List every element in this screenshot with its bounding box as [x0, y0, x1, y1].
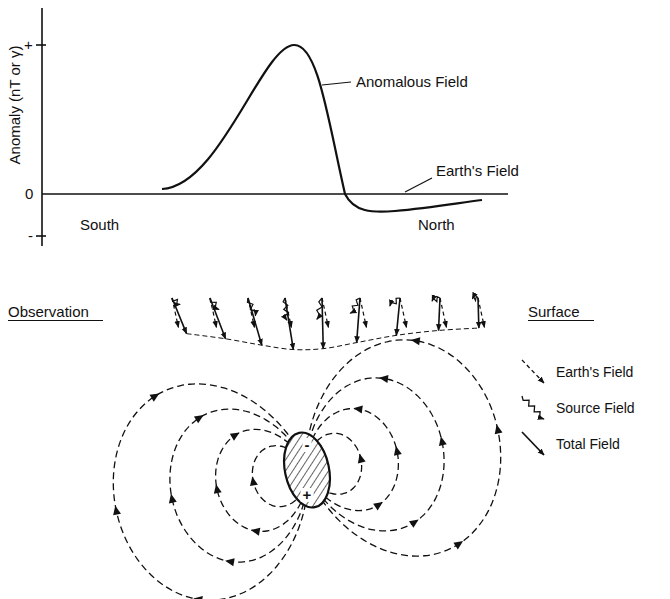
pole-sign: -	[303, 438, 312, 452]
total-field-vector	[248, 298, 262, 345]
field-arrowhead	[356, 453, 366, 464]
source-field-vector	[432, 297, 440, 302]
source-field-vector	[472, 296, 478, 301]
field-arrowhead	[378, 374, 388, 383]
field-arrowhead	[437, 436, 447, 447]
tick-label: +	[24, 36, 33, 53]
earth-field-vector	[478, 298, 484, 327]
field-arrowhead	[194, 412, 206, 424]
field-arrowhead	[409, 516, 421, 528]
field-arrowhead	[493, 424, 503, 435]
field-arrowhead	[373, 499, 385, 511]
legend-text: Source Field	[556, 400, 635, 417]
annotation: North	[418, 216, 455, 233]
dipole-field-lines	[111, 336, 502, 599]
field-arrowhead	[453, 538, 465, 550]
source-field-vector	[317, 298, 322, 319]
total-field-vector	[210, 298, 226, 339]
field-arrowhead	[392, 445, 402, 456]
legend-sample	[518, 392, 552, 424]
pole-sign: +	[301, 488, 314, 502]
total-field-vector	[477, 298, 479, 328]
earth-field-vector	[440, 298, 446, 327]
surface-label: Surface	[528, 303, 594, 321]
source-field-vector	[390, 298, 400, 306]
leader-line	[405, 178, 432, 192]
total-field-vector	[396, 298, 400, 335]
surface-label: Observation	[8, 303, 103, 321]
field-line	[306, 340, 500, 556]
field-arrowhead	[353, 404, 363, 413]
total-field-vector	[439, 298, 440, 330]
field-arrowhead	[224, 557, 234, 566]
total-field-vector	[357, 298, 360, 343]
field-vectors	[172, 296, 484, 350]
field-arrowhead	[248, 476, 258, 486]
annotation: Anomalous Field	[356, 73, 468, 90]
tick-label: 0	[25, 185, 33, 202]
legend-sample	[518, 356, 552, 388]
field-arrowhead	[193, 595, 203, 599]
field-arrowhead	[111, 505, 121, 515]
field-arrowhead	[167, 493, 177, 503]
legend-text: Earth's Field	[556, 364, 633, 381]
field-line	[306, 378, 444, 531]
field-arrowhead	[250, 526, 260, 535]
tick-label: -	[28, 227, 33, 244]
axis-title: Anomaly (nT or γ)	[6, 46, 23, 165]
annotation: Earth's Field	[436, 162, 519, 179]
field-arrowhead	[230, 429, 242, 441]
anomaly-curve	[162, 45, 482, 212]
total-field-vector	[172, 298, 187, 334]
tip-envelope	[187, 328, 479, 350]
leader-line	[322, 82, 351, 85]
field-line	[113, 384, 307, 599]
earth-field-baseline	[42, 193, 508, 195]
total-field-vector	[285, 298, 293, 350]
legend-text: Total Field	[556, 436, 620, 453]
field-arrowhead	[212, 483, 222, 493]
source-body: -+	[285, 432, 329, 508]
annotation: South	[80, 216, 119, 233]
legend-sample	[518, 428, 552, 460]
total-field-vector	[322, 298, 323, 349]
earth-field-vector	[360, 298, 366, 327]
field-arrowhead	[150, 390, 162, 402]
earth-field-vector	[400, 298, 406, 327]
chart-axes	[36, 8, 508, 246]
field-arrowhead	[410, 336, 420, 345]
